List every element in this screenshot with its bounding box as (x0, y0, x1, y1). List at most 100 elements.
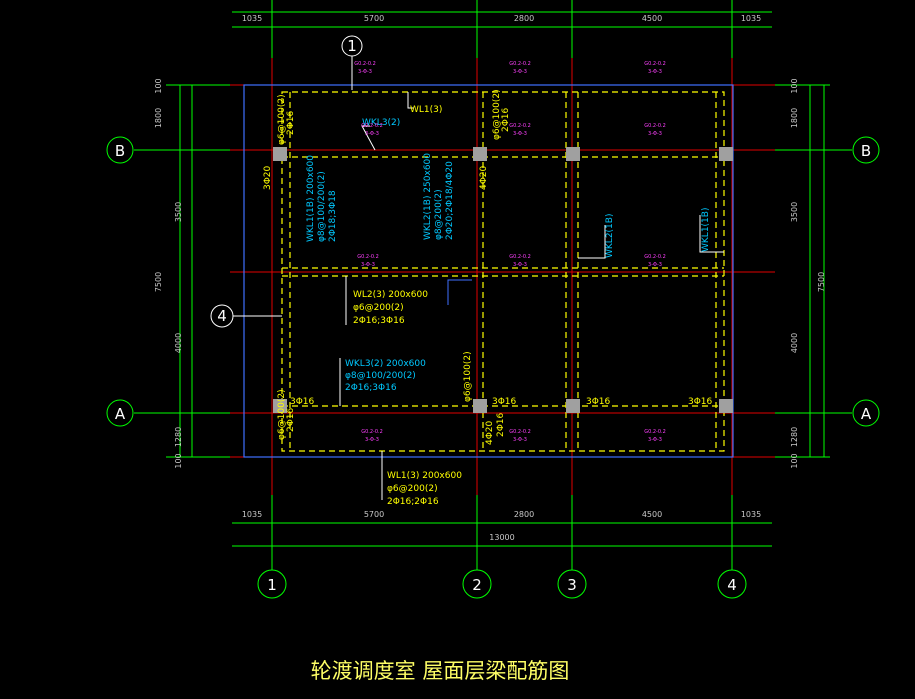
svg-text:φ6@100(2): φ6@100(2) (492, 89, 502, 140)
svg-text:1035: 1035 (242, 510, 262, 519)
rebar-notes: φ6@100(2) 2Φ16 3Φ20 3Φ16 3Φ16 3Φ16 3Φ16 … (263, 89, 713, 445)
svg-text:2Φ16;3Φ16: 2Φ16;3Φ16 (353, 316, 405, 326)
dimensions-top: 1035 5700 2800 4500 1035 (242, 14, 761, 23)
beam-label-wkl3-low: WKL3(2) 200x600 φ8@100/200(2) 2Φ16;3Φ16 (339, 358, 426, 406)
svg-text:G0.2-0.2: G0.2-0.2 (644, 61, 666, 67)
svg-text:2Φ16: 2Φ16 (496, 412, 506, 437)
svg-text:G0.2-0.2: G0.2-0.2 (357, 254, 379, 260)
svg-text:2800: 2800 (514, 510, 534, 519)
svg-text:WL2(3) 200x600: WL2(3) 200x600 (353, 290, 428, 300)
svg-text:3-Φ-3: 3-Φ-3 (648, 131, 662, 137)
column (273, 399, 287, 413)
axis-bubble-b-right: B (852, 136, 880, 164)
svg-text:G0.2-0.2: G0.2-0.2 (361, 429, 383, 435)
svg-text:1280: 1280 (790, 427, 799, 447)
svg-text:G0.2-0.2: G0.2-0.2 (644, 429, 666, 435)
svg-text:2800: 2800 (514, 14, 534, 23)
svg-text:2Φ20;2Φ18/4Φ20: 2Φ20;2Φ18/4Φ20 (445, 161, 455, 240)
svg-text:3Φ16: 3Φ16 (290, 397, 315, 407)
grid-lines-green (134, 0, 852, 570)
svg-text:φ6@100(2): φ6@100(2) (277, 389, 287, 440)
callout-bubble-1: 1 (341, 35, 363, 90)
beam-lines (281, 91, 725, 452)
axis-bubble-a-right: A (852, 399, 880, 427)
svg-text:WKL3(2) 200x600: WKL3(2) 200x600 (345, 359, 426, 369)
svg-text:WL1(3): WL1(3) (410, 105, 442, 115)
column (473, 147, 487, 161)
svg-text:1035: 1035 (242, 14, 262, 23)
svg-text:4500: 4500 (642, 14, 662, 23)
axis-bubble-4: 4 (717, 569, 747, 599)
column (566, 399, 580, 413)
beam-annotations: WL1(3) WKL3(2) WKL1(1B) 200x600 φ8@100/2… (306, 92, 724, 507)
svg-text:2: 2 (472, 576, 482, 594)
beam-label-wl1-bottom: WL1(3) 200x600 φ6@200(2) 2Φ16;2Φ16 (381, 451, 462, 507)
svg-text:3-Φ-3: 3-Φ-3 (648, 262, 662, 268)
svg-text:4Φ20: 4Φ20 (485, 420, 495, 445)
svg-text:G0.2-0.2: G0.2-0.2 (509, 123, 531, 129)
drawing-title: 轮渡调度室 屋面层梁配筋图 (311, 659, 570, 683)
svg-text:3-Φ-3: 3-Φ-3 (365, 437, 379, 443)
svg-text:2Φ16: 2Φ16 (501, 107, 511, 132)
beam-label-wkl2-mid: WKL2(1B) 250x600 φ8@200(2) 2Φ20;2Φ18/4Φ2… (423, 153, 455, 240)
svg-text:G0.2-0.2: G0.2-0.2 (361, 123, 383, 129)
column (719, 399, 733, 413)
svg-text:4: 4 (217, 307, 227, 325)
dimensions-bottom: 1035 5700 2800 4500 1035 13000 (242, 510, 761, 542)
svg-text:1280: 1280 (174, 427, 183, 447)
svg-text:G0.2-0.2: G0.2-0.2 (644, 123, 666, 129)
svg-text:WL1(3) 200x600: WL1(3) 200x600 (387, 471, 462, 481)
columns (273, 147, 733, 413)
column (473, 399, 487, 413)
svg-text:φ6@200(2): φ6@200(2) (387, 484, 438, 494)
column (719, 147, 733, 161)
axis-bubble-a-left: A (106, 399, 134, 427)
svg-text:1: 1 (267, 576, 277, 594)
svg-text:G0.2-0.2: G0.2-0.2 (509, 61, 531, 67)
svg-text:3Φ16: 3Φ16 (688, 397, 713, 407)
svg-text:1035: 1035 (741, 510, 761, 519)
svg-text:B: B (115, 142, 125, 160)
svg-text:1035: 1035 (741, 14, 761, 23)
svg-text:3-Φ-3: 3-Φ-3 (513, 69, 527, 75)
svg-text:φ6@100(2): φ6@100(2) (277, 94, 287, 145)
column (273, 147, 287, 161)
svg-text:4500: 4500 (642, 510, 662, 519)
svg-text:5700: 5700 (364, 14, 384, 23)
svg-text:3-Φ-3: 3-Φ-3 (513, 437, 527, 443)
svg-text:100: 100 (790, 78, 799, 93)
svg-text:φ8@200(2): φ8@200(2) (434, 189, 444, 240)
svg-text:4: 4 (727, 576, 737, 594)
svg-text:5700: 5700 (364, 510, 384, 519)
svg-text:φ8@100/200(2): φ8@100/200(2) (345, 371, 416, 381)
svg-text:3: 3 (567, 576, 577, 594)
axis-bubble-b-left: B (106, 136, 134, 164)
svg-text:φ6@200(2): φ6@200(2) (353, 303, 404, 313)
svg-text:1800: 1800 (154, 108, 163, 128)
svg-text:WKL1(1B): WKL1(1B) (701, 208, 711, 252)
svg-text:B: B (861, 142, 871, 160)
svg-text:WKL3(2): WKL3(2) (362, 118, 400, 128)
svg-text:3-Φ-3: 3-Φ-3 (648, 437, 662, 443)
beam-label-wkl1-left: WKL1(1B) 200x600 φ8@100/200(2) 2Φ18;3Φ18 (306, 155, 338, 242)
svg-text:3-Φ-3: 3-Φ-3 (513, 131, 527, 137)
svg-text:3-Φ-3: 3-Φ-3 (361, 262, 375, 268)
svg-text:2Φ16;3Φ16: 2Φ16;3Φ16 (345, 383, 397, 393)
dimensions-right: 100 1800 3500 4000 1280 100 7500 (790, 78, 826, 468)
slab-labels: G0.2-0.2 3-Φ-3 G0.2-0.2 3-Φ-3 G0.2-0.2 3… (354, 61, 666, 443)
svg-text:7500: 7500 (817, 272, 826, 292)
svg-text:WKL1(1B) 200x600: WKL1(1B) 200x600 (306, 155, 316, 242)
svg-text:2Φ16: 2Φ16 (286, 407, 296, 432)
svg-text:G0.2-0.2: G0.2-0.2 (354, 61, 376, 67)
svg-text:G0.2-0.2: G0.2-0.2 (509, 254, 531, 260)
dimensions-left: 100 1800 3500 4000 1280 100 7500 (154, 78, 183, 468)
svg-text:2Φ16: 2Φ16 (286, 110, 296, 135)
column (566, 147, 580, 161)
svg-text:φ8@100/200(2): φ8@100/200(2) (317, 171, 327, 242)
svg-text:G0.2-0.2: G0.2-0.2 (509, 429, 531, 435)
axis-bubbles: 1 2 3 4 B B A A 4 1 (106, 35, 880, 599)
svg-text:2Φ18;3Φ18: 2Φ18;3Φ18 (328, 190, 338, 242)
svg-text:100: 100 (790, 453, 799, 468)
svg-text:A: A (115, 405, 126, 423)
